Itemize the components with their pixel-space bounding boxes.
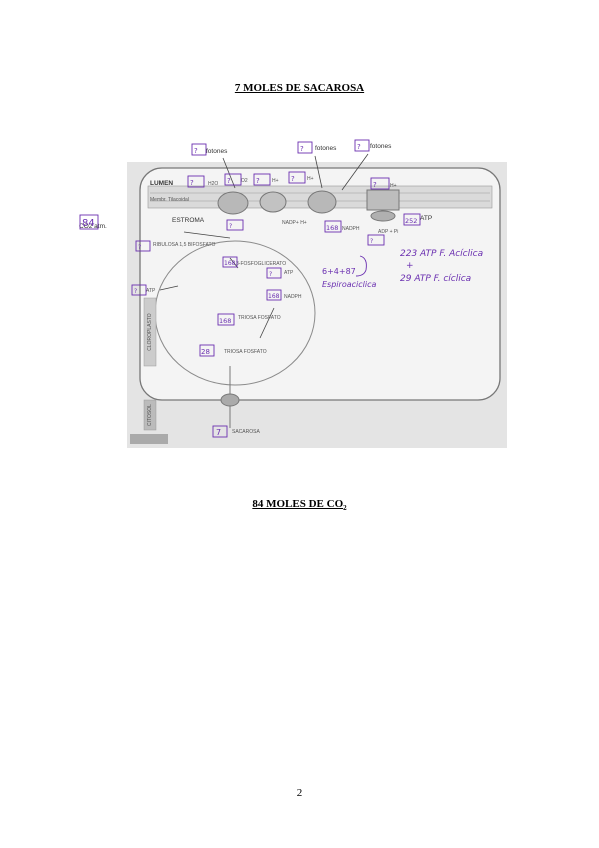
label-h-plus-2: H+ <box>307 176 314 182</box>
hw-atp-out: 252 <box>405 217 417 225</box>
label-atp-1: ATP <box>420 215 432 222</box>
hw-hplus-a: ? <box>256 177 260 185</box>
hw-h2o: ? <box>190 179 194 187</box>
hw-note-line2: 29 ATP F. cíclica <box>400 274 471 284</box>
hw-fotones-3: ? <box>357 143 361 151</box>
hw-fotones-1: ? <box>194 147 198 155</box>
label-h-plus-1: H+ <box>272 178 279 184</box>
label-atp-2: ATP <box>284 270 294 276</box>
label-sacarosa: SACAROSA <box>232 429 260 435</box>
label-fotones-2: fotones <box>315 145 337 152</box>
hw-note-espiroaciclica: Espiroaciclica <box>322 280 376 289</box>
label-co2: CO2 atm. <box>79 223 107 230</box>
hw-note-sum: 6+4+87 <box>322 267 356 276</box>
chloroplast-outline <box>139 167 501 401</box>
label-triosa-2: TRIOSA FOSFATO <box>224 349 267 355</box>
hw-o2: ? <box>227 177 231 185</box>
label-estroma: ESTROMA <box>172 217 205 224</box>
page-title-co2: 84 MOLES DE CO2 <box>0 498 599 512</box>
page-number: 2 <box>296 787 303 799</box>
label-nadp: NADP+ H+ <box>282 220 307 226</box>
label-lumen: LUMEN <box>150 180 173 187</box>
title-co2-sub: 2 <box>343 504 347 513</box>
hw-hplus-d: ? <box>229 223 232 230</box>
hw-fosfoglicerato: 168 <box>224 260 236 267</box>
label-h2o: H2O <box>208 181 218 187</box>
label-fotones-1: fotones <box>206 148 228 155</box>
label-nadph-2: NADPH <box>284 294 302 300</box>
hw-nadph: 168 <box>326 224 338 232</box>
label-triosa-1: TRIOSA FOSFATO <box>238 315 281 321</box>
hw-fotones-2: ? <box>300 145 304 153</box>
label-o2: O2 <box>241 178 248 184</box>
hw-atp-ribu: ? <box>134 288 137 295</box>
label-fotones-3: fotones <box>370 143 392 150</box>
page-title-sacarosa: 7 MOLES DE SACAROSA <box>234 82 365 94</box>
label-citosol: CITOSOL <box>147 404 153 426</box>
atp-synthase <box>366 189 400 211</box>
hw-triosa-1: 168 <box>219 317 231 325</box>
hw-triosa-2: 28 <box>201 348 210 356</box>
label-adp: ADP + Pi <box>378 229 398 235</box>
hw-co2: 84 <box>82 218 95 229</box>
cytochrome-complex <box>259 191 287 213</box>
label-atp-3: ATP <box>146 288 156 294</box>
title-co2-main: 84 MOLES DE CO <box>252 498 344 510</box>
hw-hplus-c: ? <box>373 181 377 189</box>
photosystem-ii <box>217 191 249 215</box>
hw-note-line1: 223 ATP F. Acíclica <box>400 249 483 259</box>
label-cloroplasto: CLOROPLASTO <box>147 313 153 351</box>
label-nadph-1: NADPH <box>342 226 360 232</box>
hw-note-plus: + <box>406 261 414 271</box>
hw-nadph-calvin: 168 <box>268 293 280 300</box>
hw-sacarosa: 7 <box>216 428 221 437</box>
label-h-plus-3: H+ <box>390 183 397 189</box>
label-fosfoglicerato: 3-FOSFOGLICERATO <box>236 261 286 267</box>
hw-atp-calvin: ? <box>269 271 272 278</box>
hw-ribulosa: ? <box>138 244 141 251</box>
photosynthesis-diagram: CLOROPLASTO CITOSOL LUMEN Membr. Tilacoi… <box>60 138 540 453</box>
hw-hplus-b: ? <box>291 175 295 183</box>
photosystem-i <box>307 190 337 214</box>
label-ribulosa: RIBULOSA 1,5 BIFOSFATO <box>153 242 215 248</box>
label-membrana: Membr. Tilacoidal <box>150 197 189 203</box>
hw-adp: ? <box>370 238 373 245</box>
